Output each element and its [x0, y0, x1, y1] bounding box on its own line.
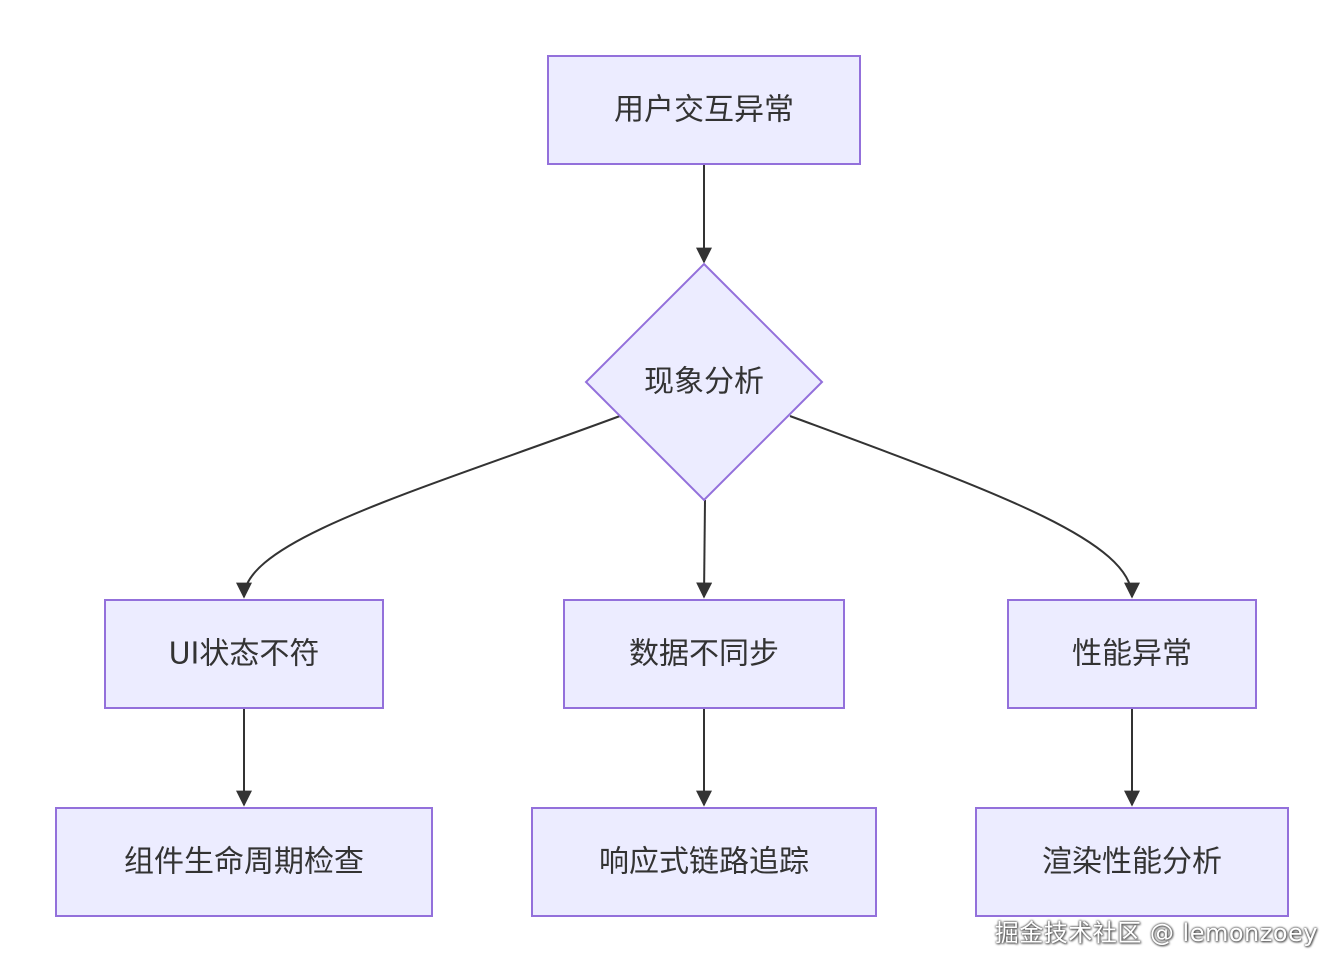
node-data-sync: 数据不同步 [563, 599, 845, 709]
node-data-sync-label: 数据不同步 [629, 637, 779, 672]
node-render: 渲染性能分析 [975, 807, 1289, 917]
node-reactive: 响应式链路追踪 [531, 807, 877, 917]
node-ui-state-label: UI状态不符 [169, 637, 320, 672]
node-perf-label: 性能异常 [1072, 637, 1192, 672]
node-reactive-label: 响应式链路追踪 [599, 845, 809, 880]
edges [236, 164, 1140, 807]
node-start: 用户交互异常 [547, 55, 861, 165]
node-start-label: 用户交互异常 [614, 93, 794, 128]
node-perf: 性能异常 [1007, 599, 1257, 709]
edge-decision-to-data-sync [696, 499, 713, 599]
node-lifecycle: 组件生命周期检查 [55, 807, 433, 917]
edge-decision-to-ui-state [236, 415, 621, 599]
watermark: 掘金技术社区 @ lemonzoey [994, 919, 1318, 947]
node-decision: 现象分析 [584, 262, 824, 502]
node-ui-state: UI状态不符 [104, 599, 384, 709]
edge-decision-to-perf [789, 415, 1140, 599]
node-render-label: 渲染性能分析 [1042, 845, 1222, 880]
node-lifecycle-label: 组件生命周期检查 [124, 845, 364, 880]
node-decision-label: 现象分析 [644, 365, 764, 400]
